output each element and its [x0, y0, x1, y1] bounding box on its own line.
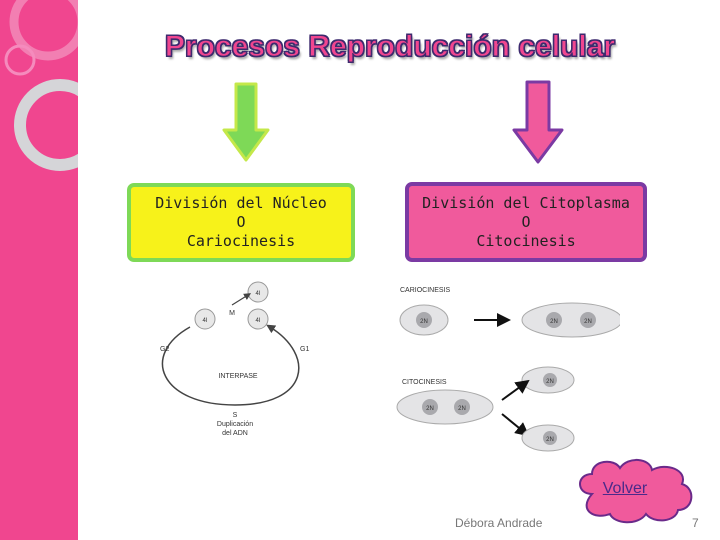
cell-left-label: 4I: [202, 318, 207, 324]
daughter-nucleus-1: [543, 373, 557, 387]
mitosis-label: M: [229, 310, 235, 317]
cell-division-diagram: CARIOCINESIS 2N 2N 2N CITOCINESIS 2N 2N …: [396, 287, 620, 452]
cytoplasm-division-or: O: [521, 212, 531, 231]
cell-binucleate: [521, 302, 620, 338]
nucleus-bi-2: [580, 312, 596, 328]
cell-dividing: [396, 389, 494, 425]
footer-author: Débora Andrade: [455, 516, 543, 530]
daughter-nucleus-2: [543, 431, 557, 445]
cytoplasm-division-title: División del Citoplasma: [422, 193, 630, 212]
cell-right-label: 4I: [255, 318, 260, 324]
daughter-nucleus-2-label: 2N: [546, 437, 554, 443]
cell-cycle-diagram: 4I 4I 4I M G2 G1 INTERPASE S Duplicación…: [160, 281, 309, 437]
nucleus-bi-2-label: 2N: [584, 319, 592, 325]
nucleus-bi-1-label: 2N: [550, 319, 558, 325]
nucleus-division-or: O: [236, 213, 246, 231]
down-arrow-left-icon: [222, 82, 270, 162]
s-phase-line2: Duplicación: [217, 421, 253, 428]
page-title: Procesos Reproducción celular: [164, 30, 616, 64]
cytoplasm-division-term: Citocinesis: [476, 231, 576, 250]
cell-top-label: 4I: [255, 291, 260, 297]
nucleus-top: [416, 312, 432, 328]
down-arrow-right-icon: [512, 80, 564, 164]
cell-left: [194, 308, 216, 330]
nucleus-div-2-label: 2N: [458, 406, 466, 412]
nucleus-div-2: [454, 399, 470, 415]
page-number: 7: [692, 516, 699, 530]
sidebar-decoration: [0, 0, 78, 540]
cell-top: [247, 281, 269, 303]
daughter-nucleus-1-label: 2N: [546, 379, 554, 385]
arrow-cito-up: [501, 379, 530, 401]
nucleus-div-1: [422, 399, 438, 415]
volver-cloud-icon[interactable]: [570, 454, 700, 526]
s-phase-label: S: [233, 412, 238, 419]
citocinesis-label: CITOCINESIS: [402, 379, 447, 386]
cytoplasm-division-box: División del Citoplasma O Citocinesis: [405, 182, 647, 262]
nucleus-division-term: Cariocinesis: [186, 232, 296, 250]
nucleus-division-box: División del Núcleo O Cariocinesis: [127, 183, 355, 262]
decorative-circles-icon: [4, 0, 78, 171]
volver-button[interactable]: Volver: [602, 480, 648, 497]
mitosis-arrow: [231, 293, 252, 306]
cycle-arc: [161, 324, 300, 406]
g2-label: G2: [160, 346, 169, 353]
g1-label: G1: [300, 346, 309, 353]
cell-right: [247, 308, 269, 330]
arrow-cito-down: [501, 413, 530, 437]
nucleus-top-label: 2N: [420, 319, 428, 325]
s-phase-line3: del ADN: [222, 430, 248, 437]
nucleus-division-title: División del Núcleo: [155, 194, 327, 212]
nucleus-div-1-label: 2N: [426, 406, 434, 412]
nucleus-bi-1: [546, 312, 562, 328]
interphase-label: INTERPASE: [218, 373, 257, 380]
cariocinesis-label: CARIOCINESIS: [400, 287, 451, 294]
